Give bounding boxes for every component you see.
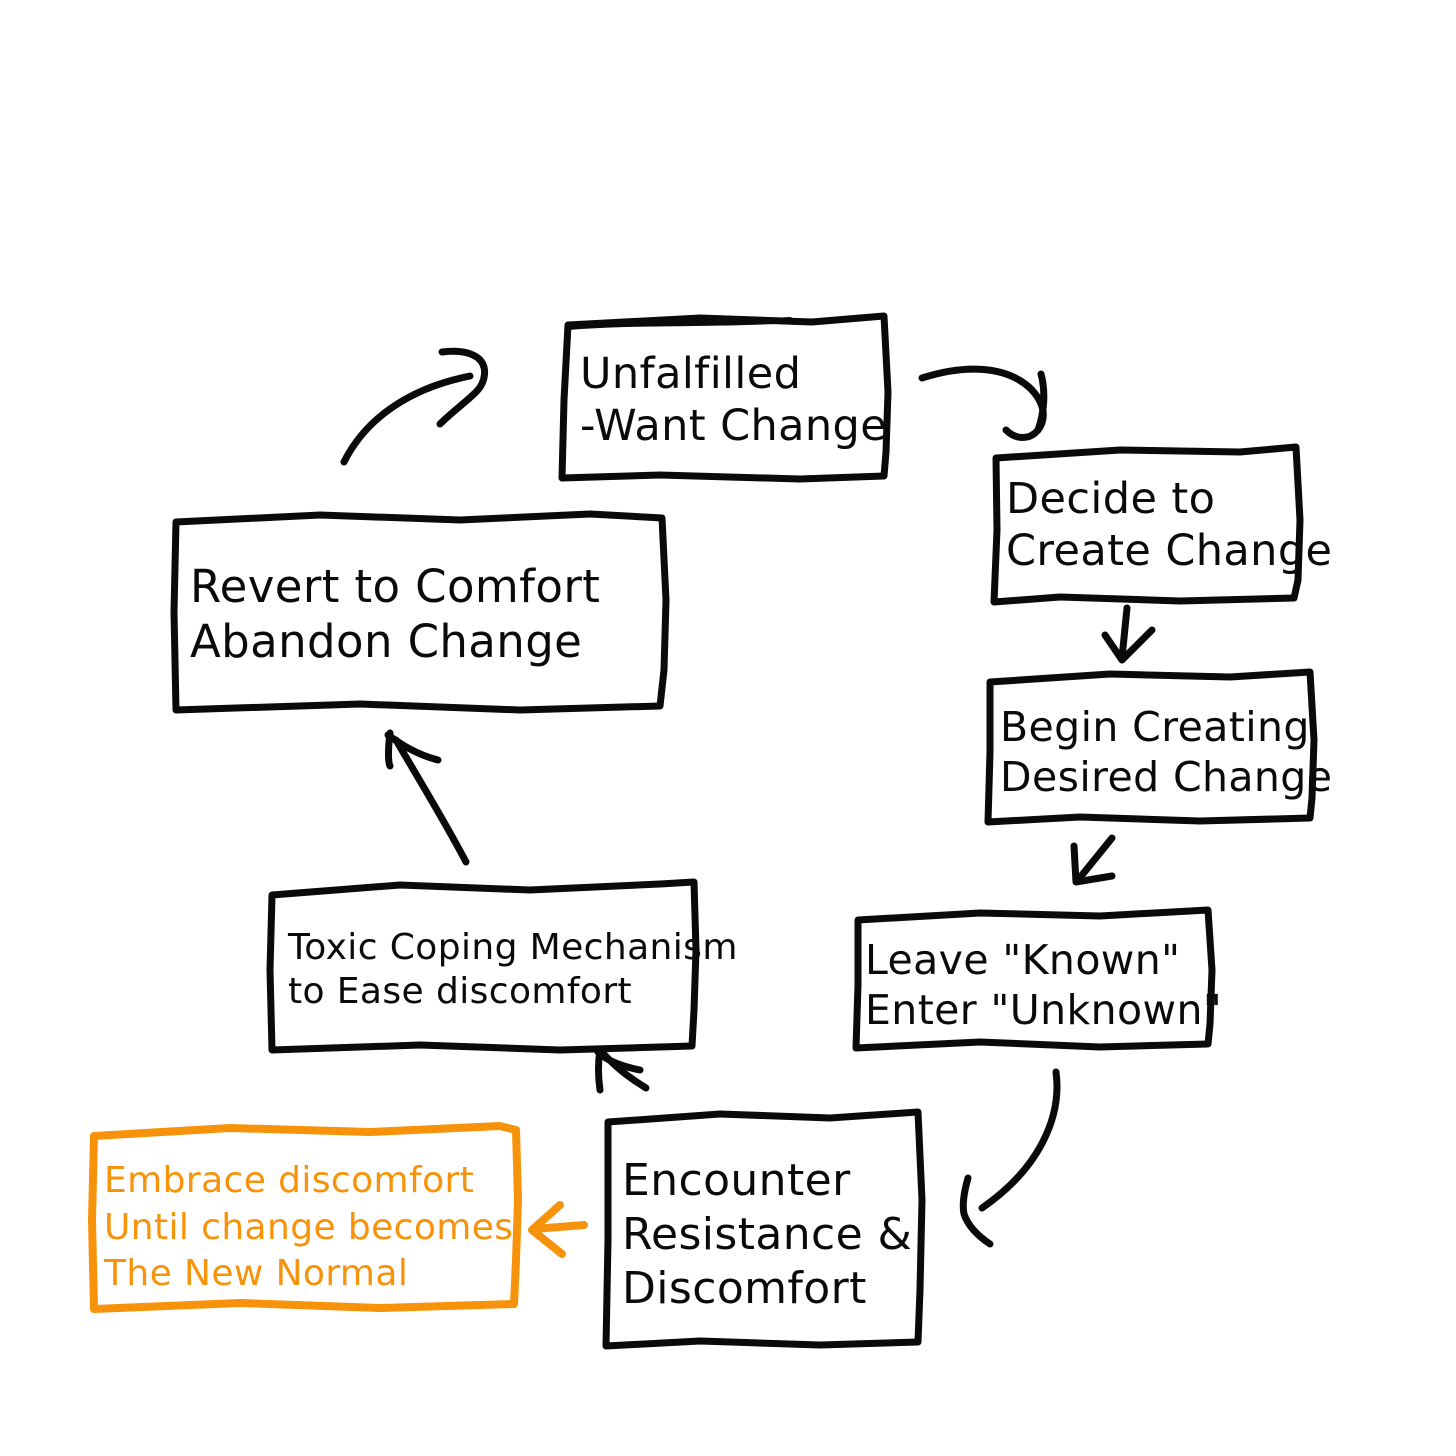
node-box-decide[interactable]: [990, 443, 1304, 606]
node-box-begin[interactable]: [984, 668, 1318, 826]
node-box-embrace[interactable]: [88, 1122, 522, 1313]
node-box-toxic[interactable]: [266, 878, 700, 1054]
node-box-unfulfilled[interactable]: [558, 312, 892, 483]
connector-begin-to-leave: [1070, 834, 1116, 886]
connector-decide-to-begin: [1101, 604, 1156, 664]
connector-toxic-to-revert: [384, 729, 470, 866]
node-box-leave[interactable]: [852, 906, 1216, 1052]
node-box-unfulfilled-jitter: [565, 317, 793, 330]
connector-unfulfilled-to-decide: [918, 365, 1048, 441]
connector-revert-to-unfulfilled: [340, 347, 488, 466]
connector-encounter-to-embrace: [528, 1201, 588, 1258]
node-box-encounter[interactable]: [602, 1108, 926, 1350]
connector-leave-to-encounter: [959, 1068, 1061, 1248]
node-box-revert[interactable]: [170, 510, 670, 714]
connector-encounter-to-toxic: [594, 1046, 650, 1094]
